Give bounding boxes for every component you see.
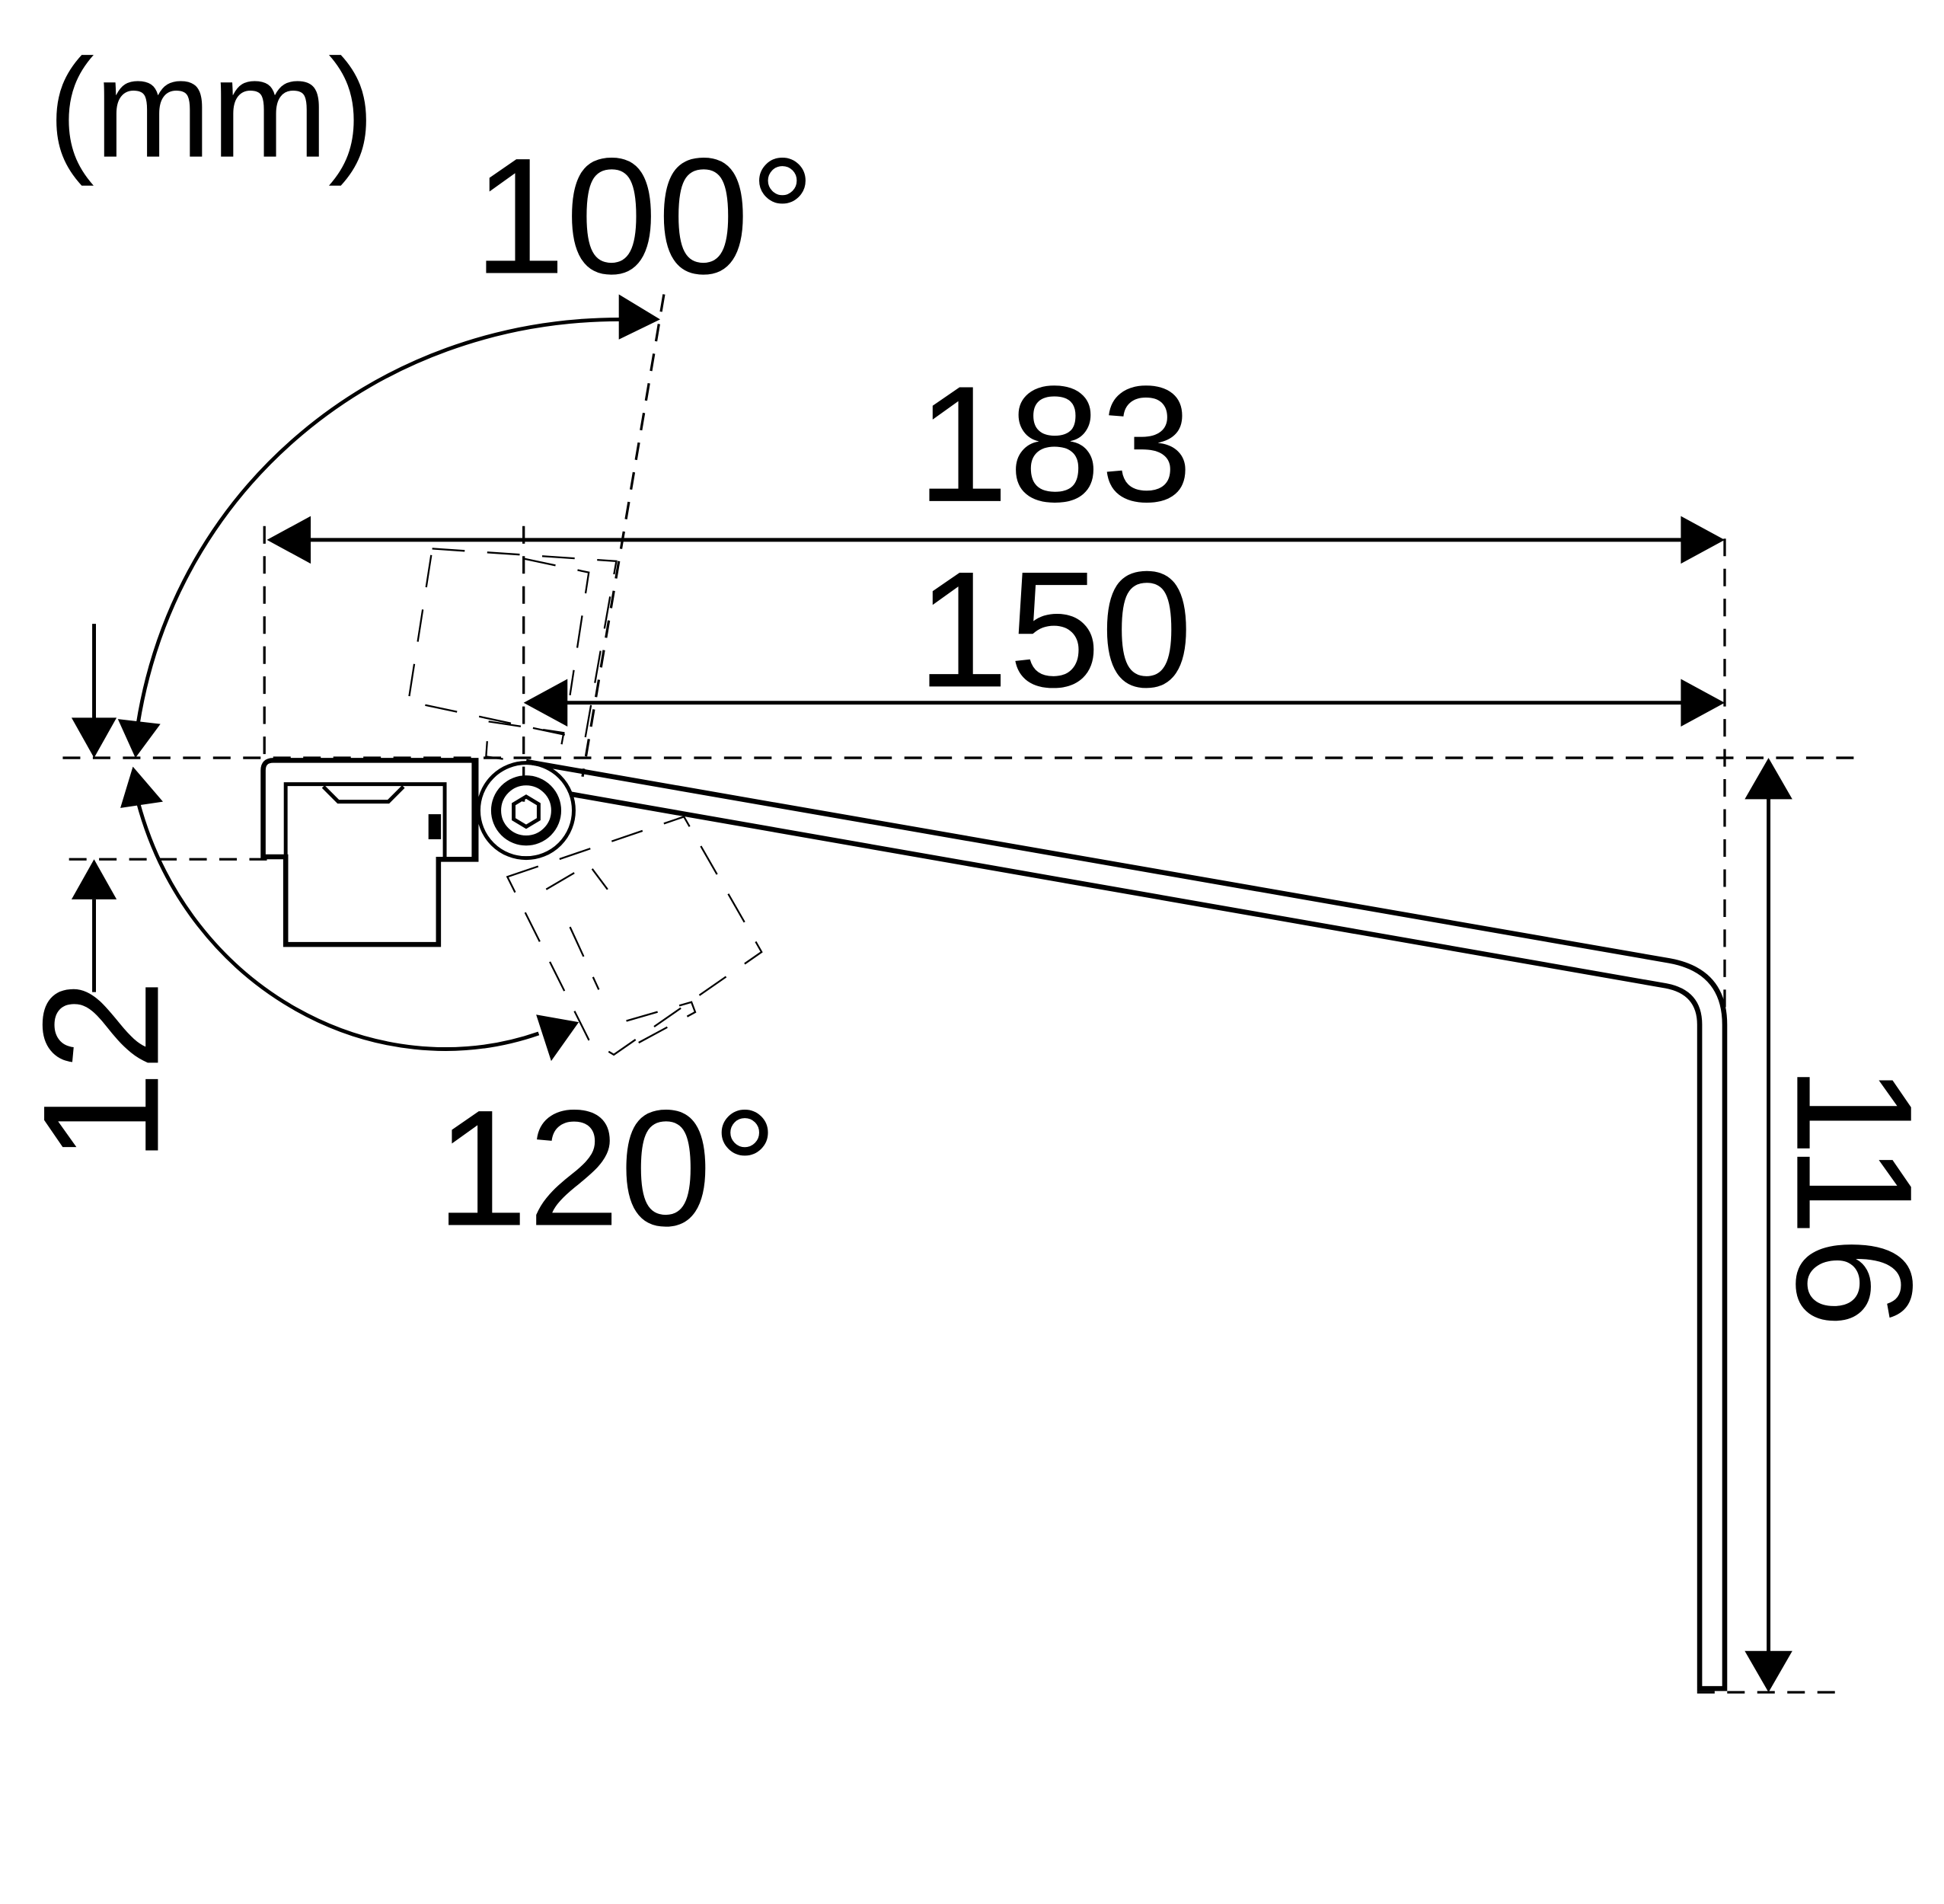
arm-position-up-ghost bbox=[407, 548, 618, 768]
dimension-label-183: 183 bbox=[917, 352, 1192, 537]
dimension-line-116 bbox=[1744, 758, 1792, 1693]
dimension-label-12: 12 bbox=[8, 979, 193, 1163]
dimension-line-12 bbox=[71, 624, 117, 992]
mounting-profile bbox=[260, 758, 479, 947]
hinge bbox=[477, 761, 576, 861]
angle-arc-100 bbox=[117, 294, 660, 759]
dimension-label-150: 150 bbox=[917, 537, 1192, 722]
arm bbox=[525, 759, 1728, 1692]
angle-label-100: 100° bbox=[474, 124, 816, 309]
arm-position-down-ghost bbox=[506, 815, 763, 1056]
reference-lines bbox=[62, 294, 1860, 1694]
dimension-line-150 bbox=[523, 679, 1725, 727]
dimension-line-183 bbox=[267, 516, 1725, 564]
angle-label-120: 120° bbox=[436, 1076, 778, 1261]
dimension-label-116: 116 bbox=[1761, 1065, 1944, 1328]
angle-arc-120 bbox=[120, 766, 579, 1062]
unit-label: (mm) bbox=[48, 30, 375, 187]
